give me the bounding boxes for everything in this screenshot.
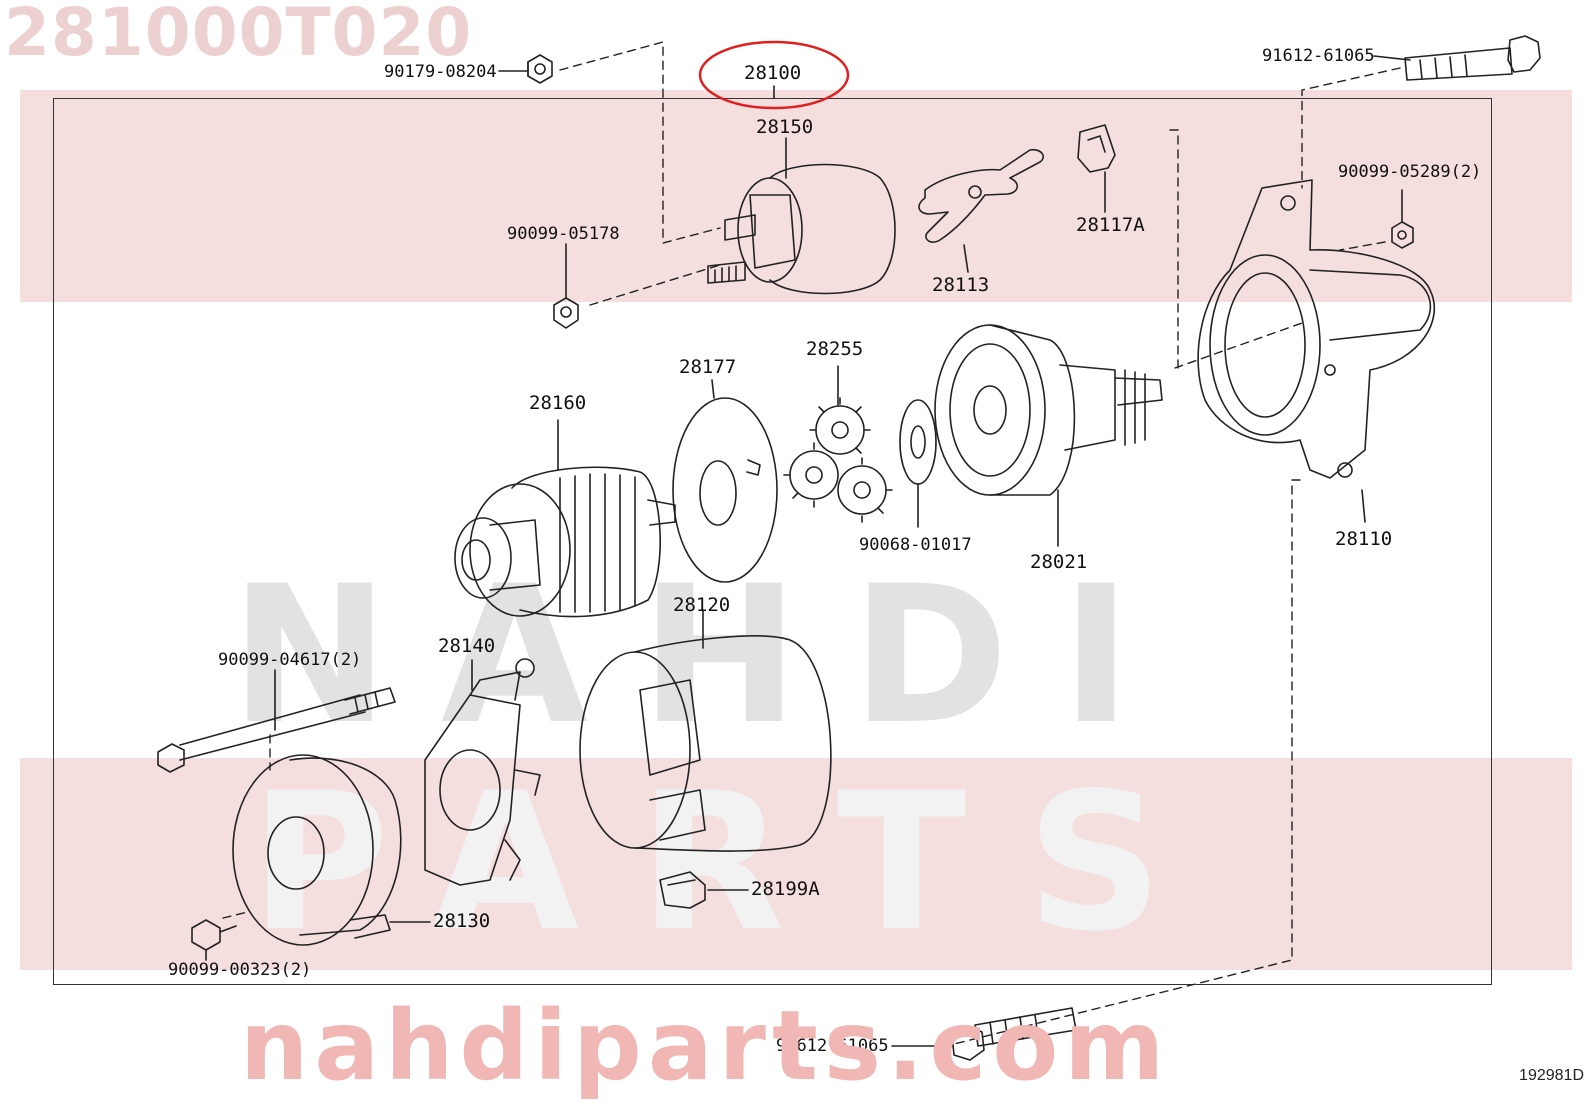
- bracket-28117a-icon: [1077, 124, 1116, 173]
- highlight-ring: [698, 40, 850, 110]
- label-28130: 28130: [433, 910, 491, 932]
- through-bolt-90099-04617-icon: [157, 687, 396, 773]
- washer-90068-icon: [899, 399, 937, 485]
- gears-28255-icon: [783, 397, 893, 523]
- bolt-91612-top-icon: [1404, 35, 1541, 81]
- site-watermark: nahdiparts.com: [240, 990, 1171, 1102]
- label-28021: 28021: [1030, 551, 1088, 573]
- lever-28113-icon: [918, 148, 1045, 243]
- part-number-watermark: 281000T020: [4, 0, 473, 71]
- screw-90099-00323-icon: [191, 919, 237, 951]
- yoke-28120-icon: [579, 635, 832, 852]
- reference-code: 192981D: [1519, 1067, 1584, 1084]
- dashed-guides: [222, 41, 1401, 1046]
- nut-90099-05178-icon: [553, 297, 579, 329]
- housing-28110-icon: [1197, 179, 1436, 479]
- label-90179-08204: 90179-08204: [384, 62, 497, 82]
- label-28117a: 28117A: [1076, 214, 1145, 236]
- label-28100: 28100: [744, 62, 802, 84]
- label-90068-01017: 90068-01017: [859, 535, 972, 555]
- label-90099-00323: 90099-00323(2): [168, 960, 312, 980]
- label-28255: 28255: [806, 338, 864, 360]
- label-28177: 28177: [679, 356, 737, 378]
- label-90099-04617: 90099-04617(2): [218, 650, 362, 670]
- label-91612-61065-top: 91612-61065: [1262, 46, 1375, 66]
- watermark-band-top: [20, 90, 1572, 302]
- label-28199a: 28199A: [751, 878, 820, 900]
- bolt-91612-bottom-icon: [951, 1007, 1077, 1061]
- label-90099-05178: 90099-05178: [507, 224, 620, 244]
- diagram-frame: [53, 98, 1492, 985]
- armature-28160-icon: [454, 466, 676, 618]
- plate-28177-icon: [672, 397, 778, 583]
- brand-watermark-nahdi: NAHDI: [230, 545, 1184, 766]
- label-28110: 28110: [1335, 528, 1393, 550]
- end-cover-28130-icon: [232, 754, 402, 946]
- watermark-band-bottom: [20, 758, 1572, 970]
- brush-holder-28140-icon: [424, 658, 541, 886]
- nut-90179-icon: [527, 54, 553, 84]
- nut-90099-05289-icon: [1391, 221, 1414, 249]
- solenoid-28150-icon: [707, 163, 896, 295]
- label-28160: 28160: [529, 392, 587, 414]
- brand-watermark-parts: PARTS: [250, 752, 1224, 973]
- label-90099-05289: 90099-05289(2): [1338, 162, 1482, 182]
- clutch-28021-icon: [934, 324, 1163, 496]
- grommet-28199a-icon: [659, 871, 706, 909]
- label-28140: 28140: [438, 635, 496, 657]
- label-28150: 28150: [756, 116, 814, 138]
- label-28113: 28113: [932, 274, 990, 296]
- label-28120: 28120: [673, 594, 731, 616]
- label-91612-61065-bottom: 91612-61065: [776, 1036, 889, 1056]
